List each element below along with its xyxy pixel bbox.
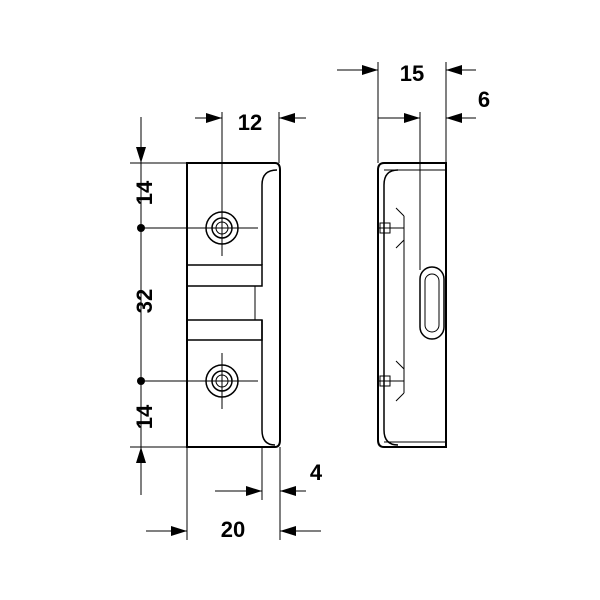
side-view: 15 6 xyxy=(337,61,490,448)
front-lip-line xyxy=(261,169,278,446)
dim-hole-offset: 12 xyxy=(195,110,306,135)
dim-front-width: 20 xyxy=(146,517,321,542)
dim-label-hole-spacing: 32 xyxy=(132,289,157,313)
dim-side-depth: 15 xyxy=(337,61,476,86)
dim-label-front-lip: 4 xyxy=(310,460,323,485)
front-view-outline xyxy=(186,162,281,448)
front-recess-lower xyxy=(187,319,263,341)
dim-label-side-depth: 15 xyxy=(400,61,424,86)
dim-label-hole-offset: 12 xyxy=(238,110,262,135)
side-screw-marker-upper xyxy=(378,207,405,249)
dim-label-top-margin: 14 xyxy=(132,180,157,205)
front-recess-upper xyxy=(187,264,263,287)
dim-side-offset: 6 xyxy=(378,87,490,123)
dim-label-front-width: 20 xyxy=(221,517,245,542)
side-inner-lip xyxy=(383,169,399,446)
dim-label-side-offset: 6 xyxy=(478,87,490,112)
front-view: 12 20 4 14 32 14 xyxy=(130,110,323,542)
side-screw-marker-lower xyxy=(378,360,405,402)
side-slot xyxy=(419,266,445,340)
dim-front-lip: 4 xyxy=(215,460,323,496)
dim-label-bottom-margin: 14 xyxy=(132,404,157,429)
side-view-outline xyxy=(377,162,447,448)
